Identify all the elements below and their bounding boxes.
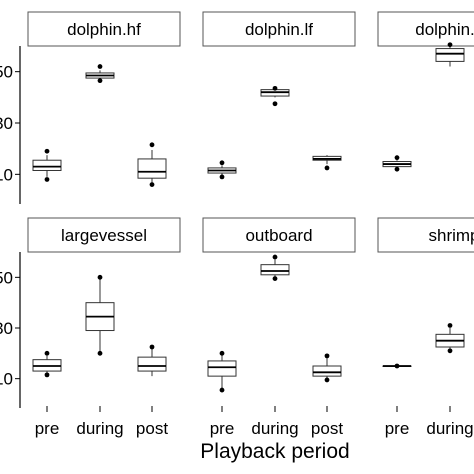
- facet-strip-dolphin.hf: [27, 11, 181, 47]
- y-tick-label: 30: [0, 114, 13, 133]
- box-outboard-during: [260, 264, 290, 276]
- outlier-point: [272, 254, 278, 260]
- facet-strip-dolphin.ve: [377, 11, 474, 47]
- outlier-point: [97, 78, 103, 84]
- outlier-point: [149, 142, 155, 148]
- outlier-point: [44, 177, 50, 182]
- facet-strip-label: dolphin.ve: [415, 20, 474, 39]
- outlier-point: [149, 182, 155, 188]
- facet-strip-label: largevessel: [61, 226, 147, 245]
- x-tick-label: during: [251, 419, 298, 438]
- box-largevessel-post: [137, 356, 167, 372]
- outlier-point: [447, 323, 453, 328]
- outlier-point: [219, 350, 225, 356]
- facet-strip-dolphin.lf: [202, 11, 356, 47]
- facet-strip-largevessel: [27, 217, 181, 253]
- outlier-point: [272, 276, 278, 281]
- y-tick-label: 10: [0, 165, 13, 184]
- x-tick-label: pre: [210, 419, 235, 438]
- facet-strip-outboard: [202, 217, 356, 253]
- box-outboard-pre: [207, 360, 237, 377]
- x-axis-title: Playback period: [200, 440, 349, 463]
- outlier-point: [272, 101, 278, 107]
- outlier-point: [324, 353, 330, 359]
- facet-strip-shrimp: [377, 217, 474, 253]
- x-tick-label: post: [311, 419, 343, 438]
- outlier-point: [324, 165, 330, 171]
- outlier-point: [149, 344, 155, 350]
- outlier-point: [44, 350, 50, 356]
- outlier-point: [97, 274, 103, 280]
- y-tick-label: 50: [0, 268, 13, 287]
- outlier-point: [97, 350, 103, 356]
- outlier-point: [44, 148, 50, 154]
- outlier-point: [447, 42, 453, 48]
- facet-strip-label: dolphin.lf: [245, 20, 313, 39]
- box-dolphin.hf-post: [137, 158, 167, 179]
- y-tick-label: 30: [0, 319, 13, 338]
- outlier-point: [44, 372, 50, 378]
- box-outboard-post: [312, 365, 342, 377]
- outlier-point: [219, 387, 225, 393]
- x-tick-label: pre: [385, 419, 410, 438]
- outlier-point: [219, 160, 225, 166]
- outlier-point: [324, 377, 330, 383]
- x-tick-label: pre: [35, 419, 60, 438]
- box-dolphin.hf-pre: [32, 159, 62, 171]
- facet-strip-label: outboard: [245, 226, 312, 245]
- outlier-point: [394, 166, 400, 172]
- facet-strip-label: dolphin.hf: [67, 20, 141, 39]
- outlier-point: [447, 348, 453, 354]
- box-dolphin.ve-during: [435, 48, 465, 62]
- outlier-point: [97, 64, 103, 69]
- y-tick-label: 50: [0, 63, 13, 82]
- y-tick-label: 10: [0, 370, 13, 389]
- outlier-point: [394, 363, 400, 369]
- x-tick-label: during: [76, 419, 123, 438]
- outlier-point: [394, 155, 400, 161]
- outlier-point: [219, 174, 225, 180]
- x-tick-label: post: [136, 419, 168, 438]
- x-tick-label: during: [426, 419, 473, 438]
- outlier-point: [272, 85, 278, 91]
